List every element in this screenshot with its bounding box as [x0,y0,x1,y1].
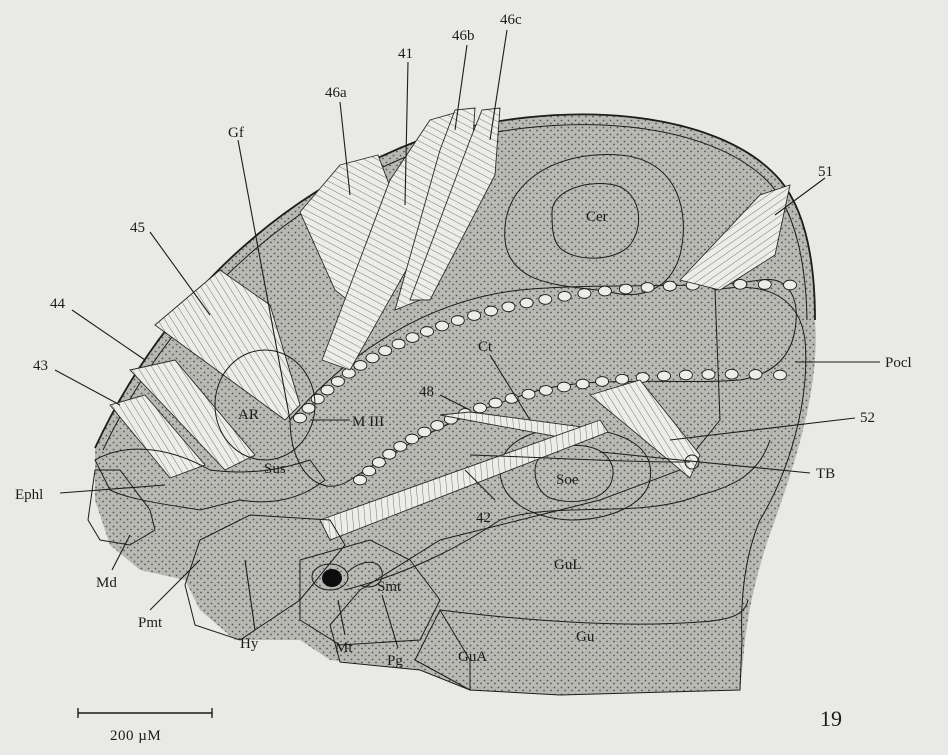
ganglion-bead [431,421,444,431]
ganglion-bead [372,458,385,468]
ganglion-bead [658,371,671,381]
ganglion-bead [451,316,464,326]
ganglion-bead [474,403,487,413]
label-41: 41 [398,46,413,62]
ganglion-bead [354,361,367,371]
ganglion-bead [394,442,407,452]
ganglion-bead [558,291,571,301]
figure-number: 19 [820,706,842,732]
ganglion-bead [758,280,771,290]
ganglion-bead [485,306,498,316]
leader-45 [150,232,210,315]
label-ct: Ct [478,339,493,355]
label-cer: Cer [586,209,608,225]
label-tb: TB [816,466,835,482]
leader-43 [55,370,120,405]
label-45: 45 [130,220,145,236]
ganglion-bead [725,369,738,379]
label-pg: Pg [387,653,403,669]
label-44: 44 [50,296,66,312]
ganglion-bead [331,377,344,387]
label-gu: Gu [576,629,595,645]
label-gf: Gf [228,125,244,141]
ganglion-bead [558,382,571,392]
ganglion-bead [679,370,692,380]
ganglion-bead [749,370,762,380]
label-miii: M III [352,414,384,430]
ganglion-bead [421,327,434,337]
label-42: 42 [476,510,491,526]
ganglion-bead [406,333,419,343]
label-51: 51 [818,164,833,180]
ganglion-bead [468,311,481,321]
label-pocl: Pocl [885,355,912,371]
ganglion-bead [539,386,552,396]
ganglion-bead [418,427,431,437]
ganglion-bead [354,475,367,485]
label-mt: Mt [335,640,353,656]
ganglion-bead [302,403,315,413]
ganglion-bead [489,398,502,408]
ganglion-bead [366,353,379,363]
ganglion-bead [379,346,392,356]
label-pmt: Pmt [138,615,163,631]
ganglion-bead [363,466,376,476]
ganglion-bead [663,281,676,291]
label-gua: GuA [458,649,487,665]
ganglion-bead [522,389,535,399]
label-43: 43 [33,358,48,374]
label-gul: GuL [554,557,582,573]
label-46c: 46c [500,12,522,28]
pharyngeal-gland-inner [322,569,342,587]
ganglion-bead [619,284,632,294]
ganglion-bead [294,413,307,423]
ganglion-bead [502,302,515,312]
ganglion-bead [406,434,419,444]
ganglion-bead [383,449,396,459]
ganglion-bead [641,283,654,293]
ganglion-bead [321,385,334,395]
label-52: 52 [860,410,875,426]
ganglion-bead [702,370,715,380]
label-46a: 46a [325,85,347,101]
scale-bar-label: 200 µM [110,728,161,745]
label-soe: Soe [556,472,579,488]
label-hy: Hy [240,636,259,652]
ganglion-bead [576,379,589,389]
leader-44 [72,310,145,360]
ganglion-bead [598,286,611,296]
ganglion-bead [520,298,533,308]
label-smt: Smt [377,579,402,595]
label-48: 48 [419,384,434,400]
ganglion-bead [392,339,405,349]
label-sus: Sus [264,461,286,477]
ganglion-bead [734,279,747,289]
ganglion-bead [784,280,797,290]
ganglion-bead [436,321,449,331]
label-ephl: Ephl [15,487,43,503]
ganglion-bead [539,295,552,305]
ganglion-bead [774,370,787,380]
ganglion-bead [578,289,591,299]
ganglion-bead [311,394,324,404]
ganglion-bead [596,377,609,387]
label-46b: 46b [452,28,475,44]
label-ar: AR [238,407,259,423]
ganglion-bead [616,374,629,384]
label-md: Md [96,575,117,591]
